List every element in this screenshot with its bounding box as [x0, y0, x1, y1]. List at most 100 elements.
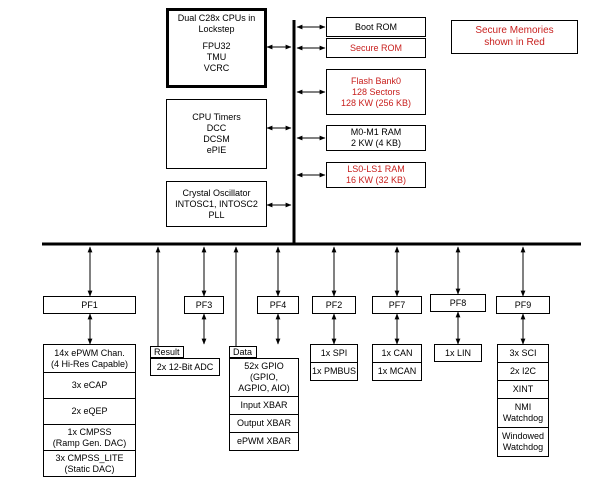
legend-box: Secure Memories shown in Red	[451, 20, 578, 54]
pf4-gpio-line3: AGPIO, AIO)	[238, 383, 290, 393]
boot-rom-label: Boot ROM	[354, 21, 397, 32]
pf4-gpio: 52x GPIO (GPIO, AGPIO, AIO)	[230, 359, 298, 397]
cpu-line2: Lockstep	[198, 24, 235, 34]
pf1-ecap: 3x eCAP	[44, 373, 135, 399]
pf2-label: PF2	[325, 299, 343, 310]
secure-rom-block: Secure ROM	[326, 38, 426, 58]
ls0ls1-line1: LS0-LS1 RAM	[347, 164, 405, 174]
pf4-peripherals: 52x GPIO (GPIO, AGPIO, AIO) Input XBAR O…	[229, 358, 299, 451]
cpu-block: Dual C28x CPUs in Lockstep FPU32 TMU VCR…	[166, 8, 267, 88]
pf1-cmpss-line2: (Ramp Gen. DAC)	[52, 437, 127, 448]
pf4-gpio-line1: 52x GPIO	[244, 361, 284, 371]
pf8-lin-label: 1x LIN	[444, 347, 471, 358]
pf4-box: PF4	[257, 296, 299, 314]
pf1-cmpss-lite: 3x CMPSS_LITE (Static DAC)	[44, 451, 135, 476]
pf2-spi-label: 1x SPI	[320, 348, 348, 358]
pf7-mcan-label: 1x MCAN	[377, 366, 417, 376]
osc-line1: Crystal Oscillator	[182, 187, 251, 198]
timers-line1: CPU Timers	[192, 112, 241, 122]
pf1-ecap-label: 3x eCAP	[71, 380, 108, 390]
pf7-peripherals: 1x CAN 1x MCAN	[372, 344, 422, 381]
pf7-can-label: 1x CAN	[381, 348, 413, 358]
pf4-epwm-xbar: ePWM XBAR	[230, 433, 298, 450]
pf1-cmpss-lite-line1: 3x CMPSS_LITE	[55, 452, 124, 463]
pf9-xint-label: XINT	[512, 384, 534, 394]
pf1-eqep-label: 2x eQEP	[71, 406, 108, 416]
pf4-input-xbar-label: Input XBAR	[240, 400, 288, 410]
osc-line3: PLL	[208, 209, 225, 220]
pf3-label: PF3	[195, 299, 213, 310]
oscillator-block: Crystal Oscillator INTOSC1, INTOSC2 PLL	[166, 181, 267, 227]
cpu-timers-block: CPU Timers DCC DCSM ePIE	[166, 99, 267, 169]
ls0ls1-ram-block: LS0-LS1 RAM 16 KW (32 KB)	[326, 162, 426, 188]
pf1-label: PF1	[81, 299, 98, 310]
pf7-can: 1x CAN	[373, 345, 421, 363]
pf4-input-xbar: Input XBAR	[230, 397, 298, 415]
pf4-output-xbar: Output XBAR	[230, 415, 298, 433]
pf7-label: PF7	[388, 299, 406, 310]
boot-rom-block: Boot ROM	[326, 17, 426, 37]
pf9-xint: XINT	[498, 381, 548, 399]
pf1-cmpss-line1: 1x CMPSS	[67, 426, 112, 437]
pf7-mcan: 1x MCAN	[373, 363, 421, 380]
pf9-nmi-watchdog: NMI Watchdog	[498, 399, 548, 428]
pf1-cmpss-lite-line2: (Static DAC)	[64, 463, 115, 474]
pf9-sci-label: 3x SCI	[509, 348, 537, 358]
pf2-peripherals: 1x SPI 1x PMBUS	[310, 344, 358, 381]
pf9-windowed-watchdog: Windowed Watchdog	[498, 428, 548, 456]
pf1-cmpss: 1x CMPSS (Ramp Gen. DAC)	[44, 425, 135, 451]
pf9-box: PF9	[496, 296, 550, 314]
legend-line1: Secure Memories	[475, 25, 554, 36]
pf9-windowed-line1: Windowed	[501, 431, 545, 441]
pf1-epwm: 14x ePWM Chan. (4 Hi-Res Capable)	[44, 345, 135, 373]
pf7-box: PF7	[372, 296, 422, 314]
pf4-data-tag: Data	[229, 346, 257, 358]
timers-dcsm: DCSM	[203, 134, 230, 144]
pf1-epwm-line1: 14x ePWM Chan.	[54, 347, 125, 358]
pf4-output-xbar-label: Output XBAR	[236, 418, 292, 428]
pf3-box: PF3	[184, 296, 224, 314]
pf3-adc-label: 2x 12-Bit ADC	[156, 361, 214, 372]
pf9-i2c: 2x I2C	[498, 363, 548, 381]
pf9-peripherals: 3x SCI 2x I2C XINT NMI Watchdog Windowed…	[497, 344, 549, 457]
m0m1-ram-block: M0-M1 RAM 2 KW (4 KB)	[326, 125, 426, 151]
pf4-label: PF4	[269, 299, 287, 310]
timers-epie: ePIE	[206, 145, 227, 155]
pf1-peripherals: 14x ePWM Chan. (4 Hi-Res Capable) 3x eCA…	[43, 344, 136, 477]
cpu-vcrc: VCRC	[203, 63, 230, 73]
osc-line2: INTOSC1, INTOSC2	[175, 198, 258, 209]
pf9-i2c-label: 2x I2C	[509, 366, 536, 376]
pf1-epwm-line2: (4 Hi-Res Capable)	[50, 358, 129, 369]
pf9-nmi-line2: Watchdog	[502, 413, 544, 423]
pf9-nmi-line1: NMI	[514, 402, 532, 412]
pf8-lin-box: 1x LIN	[434, 344, 482, 362]
flash-line2: 128 Sectors	[351, 86, 401, 97]
flash-line1: Flash Bank0	[350, 75, 402, 86]
ls0ls1-line2: 16 KW (32 KB)	[345, 175, 407, 185]
pf2-pmbus-label: 1x PMBUS	[311, 366, 356, 376]
pf1-box: PF1	[43, 296, 136, 314]
pf3-result-tag: Result	[150, 346, 184, 358]
secure-rom-label: Secure ROM	[349, 42, 402, 53]
pf4-gpio-line2: (GPIO,	[249, 372, 278, 382]
m0m1-line2: 2 KW (4 KB)	[350, 138, 401, 148]
flash-bank-block: Flash Bank0 128 Sectors 128 KW (256 KB)	[326, 69, 426, 115]
pf2-spi: 1x SPI	[311, 345, 357, 363]
pf2-box: PF2	[312, 296, 356, 314]
pf2-pmbus: 1x PMBUS	[311, 363, 357, 380]
pf8-box: PF8	[430, 294, 486, 312]
pf3-adc-box: 2x 12-Bit ADC	[150, 358, 220, 376]
cpu-fpu: FPU32	[202, 41, 231, 51]
pf4-epwm-xbar-label: ePWM XBAR	[236, 436, 291, 446]
m0m1-line1: M0-M1 RAM	[350, 127, 402, 137]
timers-dcc: DCC	[206, 123, 227, 133]
flash-line3: 128 KW (256 KB)	[340, 97, 412, 108]
cpu-line1: Dual C28x CPUs in	[177, 13, 256, 23]
cpu-tmu: TMU	[206, 52, 227, 62]
pf9-sci: 3x SCI	[498, 345, 548, 363]
legend-line2: shown in Red	[484, 37, 545, 48]
pf1-eqep: 2x eQEP	[44, 399, 135, 425]
pf8-label: PF8	[449, 297, 467, 308]
pf9-windowed-line2: Watchdog	[502, 442, 544, 452]
